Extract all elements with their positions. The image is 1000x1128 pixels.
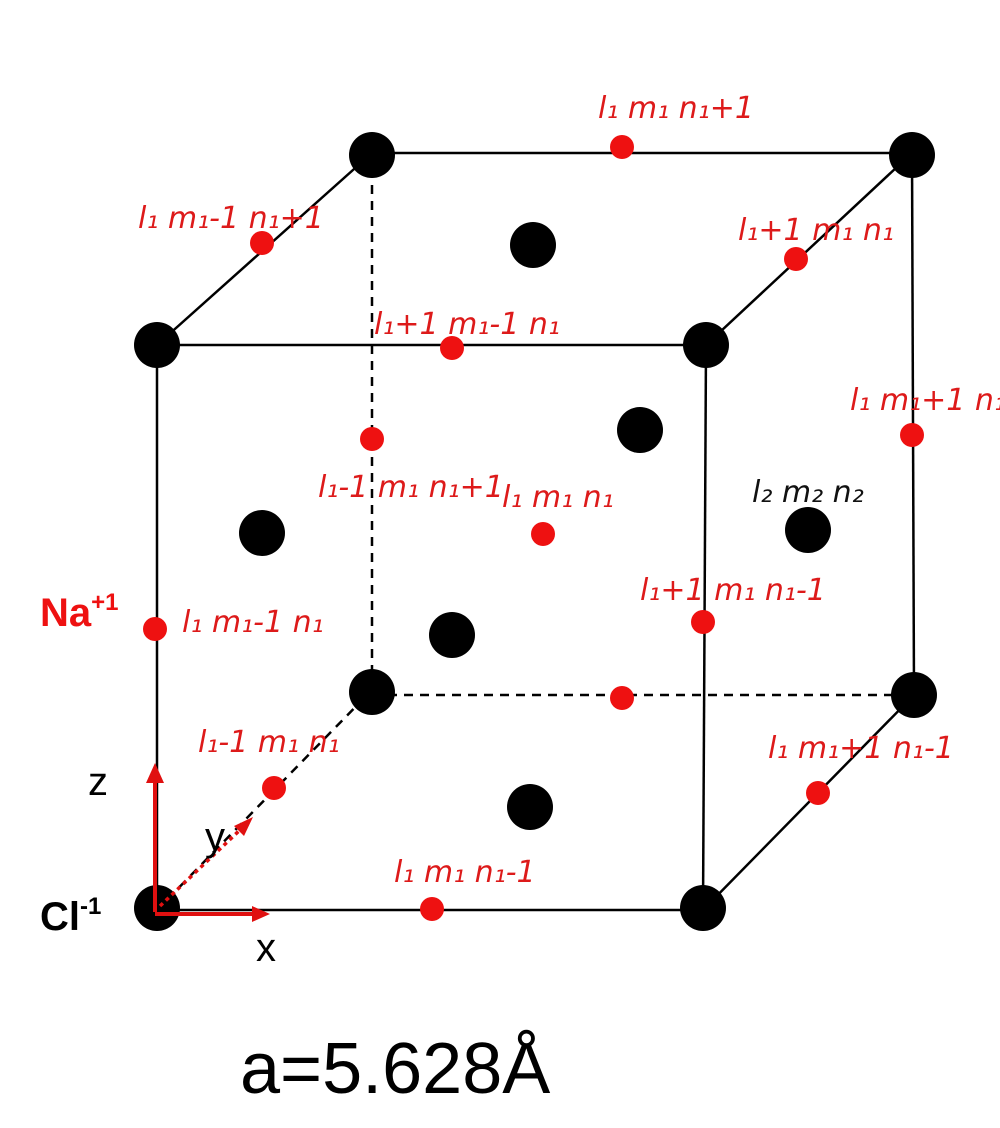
chloride-ion-corner bbox=[683, 322, 729, 368]
annotation-bottom-right-edge: l₁ m₁+1 n₁-1 bbox=[768, 731, 954, 766]
chloride-ion-corner bbox=[891, 672, 937, 718]
annotation-bottom-front-edge: l₁ m₁ n₁-1 bbox=[394, 855, 536, 890]
chloride-ions bbox=[134, 132, 937, 931]
index-annotations: l₁ m₁ n₁+1 l₁ m₁-1 n₁+1 l₁+1 m₁ n₁ l₁+1 … bbox=[138, 91, 1000, 890]
chloride-ion-corner bbox=[349, 132, 395, 178]
sodium-ions bbox=[143, 135, 924, 921]
y-axis-label: y bbox=[205, 815, 225, 859]
chloride-ion-face-bottom bbox=[507, 784, 553, 830]
sodium-ion bbox=[900, 423, 924, 447]
annotation-hidden-axis-edge: l₁-1 m₁ n₁ bbox=[198, 725, 340, 760]
chloride-ion-corner bbox=[680, 885, 726, 931]
sodium-ion bbox=[440, 336, 464, 360]
z-axis-label: z bbox=[88, 760, 108, 804]
sodium-ion bbox=[262, 776, 286, 800]
annotation-back-right-edge: l₁+1 m₁ n₁ bbox=[738, 213, 894, 248]
sodium-label: Na+1 bbox=[40, 589, 119, 635]
lattice-constant-label: a=5.628Å bbox=[240, 1029, 550, 1109]
chloride-ion-face-left bbox=[239, 510, 285, 556]
annotation-front-right-vertical-edge: l₁+1 m₁ n₁-1 bbox=[640, 573, 826, 608]
z-axis-arrowhead bbox=[146, 763, 164, 783]
chloride-symbol: Cl bbox=[40, 895, 80, 939]
annotation-back-left-edge: l₁ m₁-1 n₁+1 bbox=[138, 201, 324, 236]
annotation-left-vertical-edge: l₁ m₁-1 n₁ bbox=[182, 605, 324, 640]
chloride-ion-corner bbox=[349, 669, 395, 715]
annotation-front-top-edge: l₁+1 m₁-1 n₁ bbox=[374, 307, 560, 342]
x-axis-label: x bbox=[256, 926, 276, 970]
chloride-charge: -1 bbox=[80, 893, 101, 920]
sodium-ion bbox=[691, 610, 715, 634]
sodium-ion bbox=[610, 135, 634, 159]
edge-bottom-right-depth bbox=[702, 694, 915, 911]
chloride-ion-face-right bbox=[785, 507, 831, 553]
sodium-ion bbox=[784, 247, 808, 271]
sodium-symbol: Na bbox=[40, 591, 92, 635]
chloride-ion-face-front bbox=[429, 612, 475, 658]
chloride-label: Cl-1 bbox=[40, 893, 101, 939]
edge-hidden-depth bbox=[156, 689, 373, 911]
x-axis-arrowhead bbox=[252, 906, 270, 922]
annotation-top-edge: l₁ m₁ n₁+1 bbox=[598, 91, 754, 126]
chloride-ion-corner bbox=[889, 132, 935, 178]
annotation-right-face-center: l₂ m₂ n₂ bbox=[752, 475, 864, 510]
y-axis-arrow bbox=[158, 826, 244, 908]
sodium-charge: +1 bbox=[91, 589, 118, 616]
chloride-ion-face-top bbox=[510, 222, 556, 268]
sodium-ion bbox=[250, 231, 274, 255]
chloride-ion-face-back bbox=[617, 407, 663, 453]
annotation-body-center: l₁ m₁ n₁ bbox=[502, 480, 614, 515]
edge-top-right-depth bbox=[705, 152, 913, 346]
sodium-ion bbox=[420, 897, 444, 921]
sodium-ion bbox=[806, 781, 830, 805]
sodium-ion bbox=[531, 522, 555, 546]
coordinate-axes: z y x bbox=[88, 760, 276, 970]
sodium-ion bbox=[360, 427, 384, 451]
ion-labels: Na+1 Cl-1 bbox=[40, 589, 119, 939]
y-axis-arrowhead bbox=[234, 817, 253, 836]
annotation-hidden-vertical-edge: l₁-1 m₁ n₁+1 bbox=[318, 470, 504, 505]
sodium-ion bbox=[143, 617, 167, 641]
chloride-ion-corner bbox=[134, 322, 180, 368]
annotation-right-vertical-edge: l₁ m₁+1 n₁ bbox=[850, 383, 1000, 418]
sodium-ion bbox=[610, 686, 634, 710]
